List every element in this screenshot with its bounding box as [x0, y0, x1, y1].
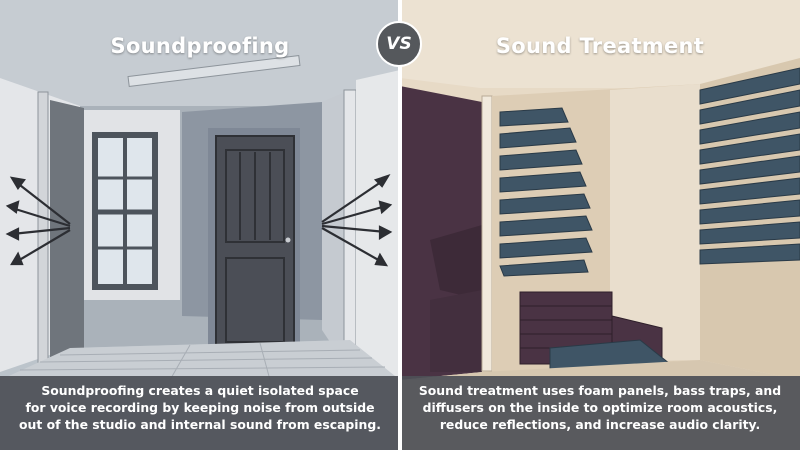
foam-panels-right — [699, 67, 800, 265]
caption-line: diffusers on the inside to optimize room… — [422, 400, 778, 415]
caption-line: for voice recording by keeping noise fro… — [25, 400, 375, 415]
soundproofing-panel: Soundproofing Soundproofing creates a qu… — [0, 0, 400, 450]
soundproofing-caption: Soundproofing creates a quiet isolated s… — [0, 376, 400, 450]
sound-wave-arrows-left-icon — [5, 176, 71, 266]
sound-treatment-title: Sound Treatment — [495, 34, 705, 58]
soundproofing-illustration — [0, 0, 400, 450]
foam-panels — [499, 107, 593, 277]
sound-treatment-panel: Sound Treatment Sound treatment uses foa… — [400, 0, 800, 450]
vs-badge: VS — [376, 21, 422, 67]
soundproofing-title: Soundproofing — [110, 34, 290, 58]
sound-treatment-caption: Sound treatment uses foam panels, bass t… — [400, 376, 800, 450]
sound-treatment-illustration — [400, 0, 800, 450]
caption-line: out of the studio and internal sound fro… — [19, 417, 381, 432]
bass-traps — [519, 291, 672, 373]
caption-line: Sound treatment uses foam panels, bass t… — [418, 383, 782, 398]
caption-line: Soundproofing creates a quiet isolated s… — [41, 383, 359, 398]
caption-line: reduce reflections, and increase audio c… — [439, 417, 761, 432]
panel-divider — [398, 0, 402, 450]
sound-wave-arrows-right-icon — [321, 174, 393, 267]
